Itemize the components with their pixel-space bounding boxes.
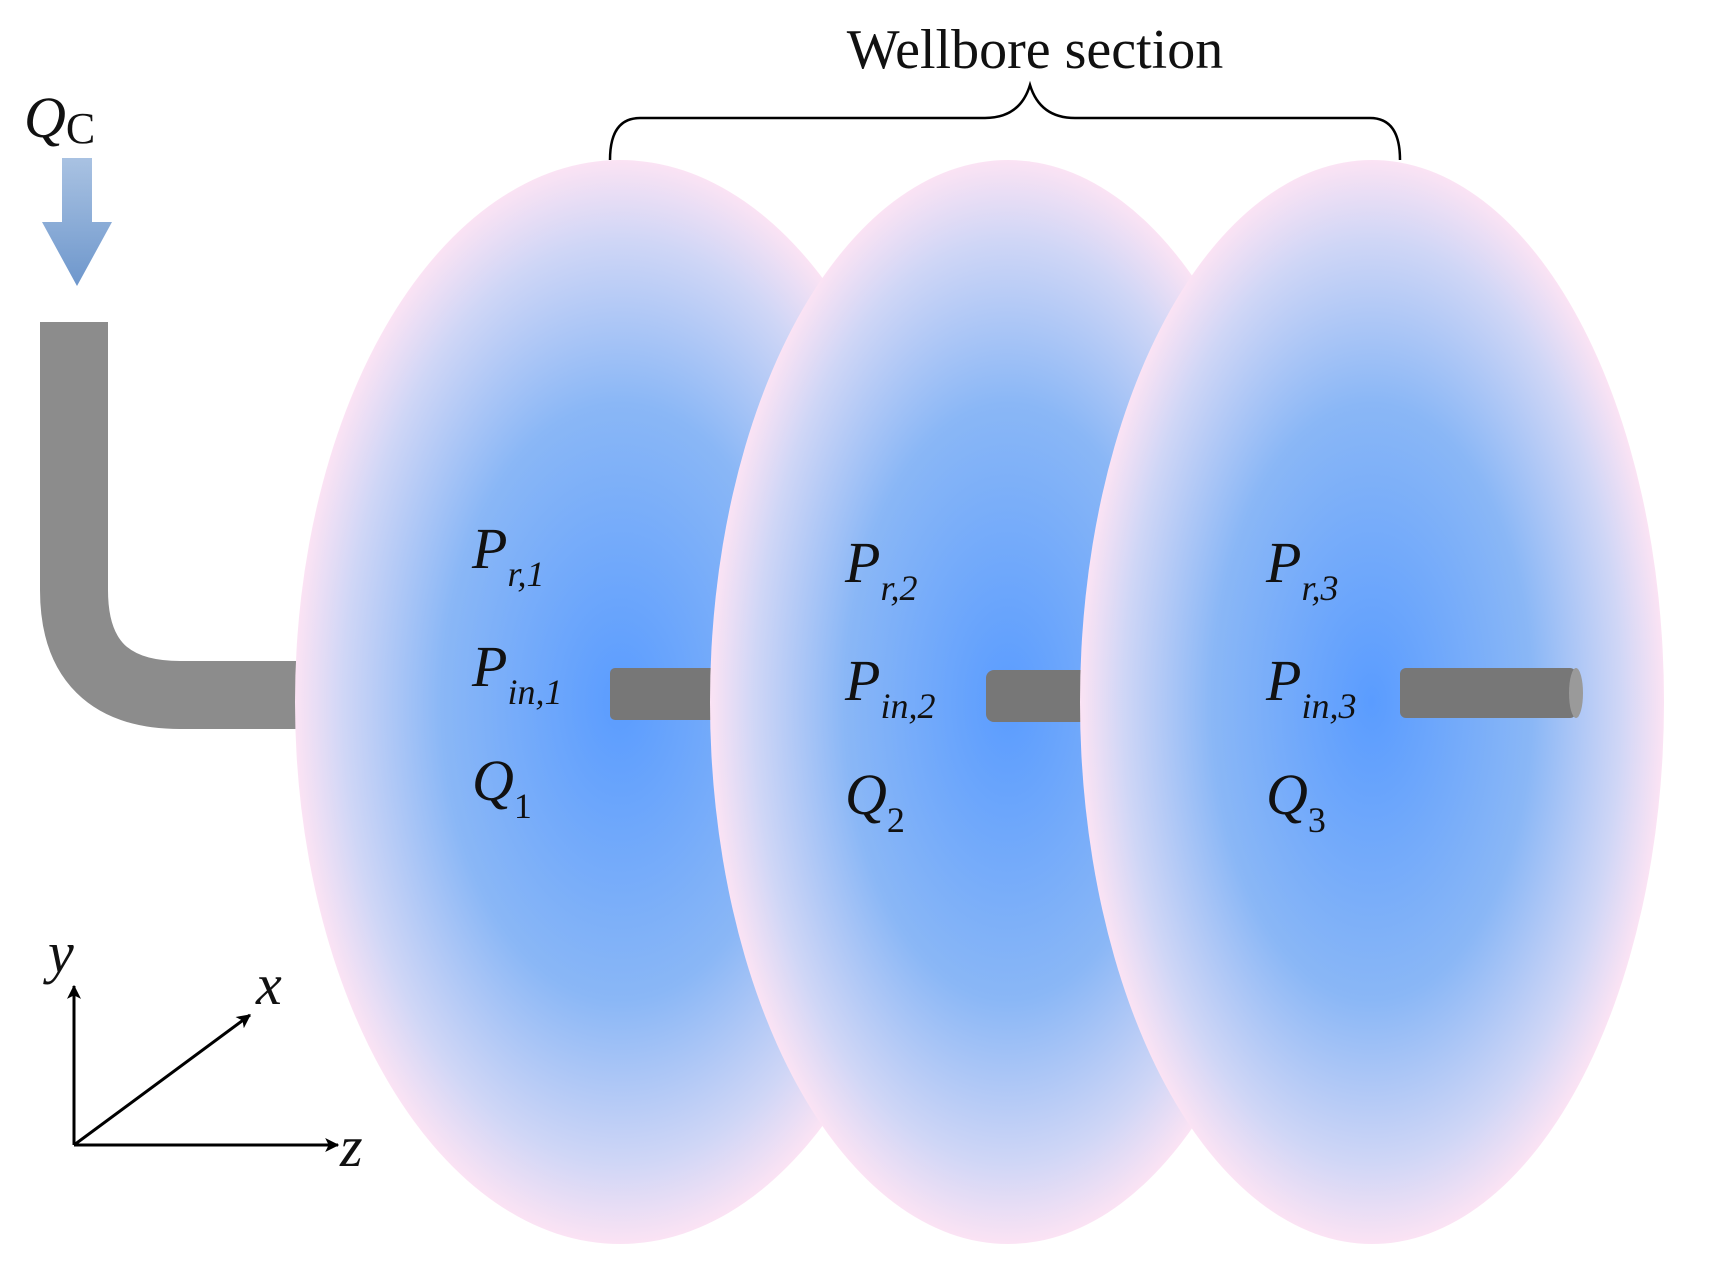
wellbore-pipe-segment-1	[610, 668, 720, 720]
section-1-pr-label: Pr,1	[471, 516, 544, 594]
inflow-label: QC	[24, 85, 95, 153]
inflow-arrow	[42, 158, 112, 286]
section-1-pin-label: Pin,1	[471, 634, 562, 712]
wellbore-pipe-segment-2	[986, 670, 1106, 722]
y-axis-label: y	[43, 920, 74, 985]
x-axis-arrow	[73, 1013, 251, 1147]
section-2-pin-label: Pin,2	[844, 648, 935, 726]
section-3-q-label: Q3	[1266, 762, 1326, 840]
x-axis-label: x	[255, 952, 282, 1017]
inflow-subscript: C	[66, 104, 95, 153]
z-axis-label: z	[339, 1114, 363, 1179]
feed-pipe	[40, 322, 300, 729]
section-2-q-label: Q2	[845, 762, 905, 840]
section-1-q-label: Q1	[472, 748, 532, 826]
wellbore-pipe-segment-3	[1400, 668, 1576, 718]
reservoir-section-3	[1080, 160, 1664, 1244]
wellbore-pipe-end-cap	[1569, 668, 1583, 718]
section-2-pr-label: Pr,2	[844, 530, 917, 608]
wellbore-section-brace	[608, 80, 1402, 161]
section-3-pr-label: Pr,3	[1265, 530, 1338, 608]
wellbore-section-label: Wellbore section	[847, 19, 1223, 81]
inflow-symbol: Q	[24, 85, 66, 150]
section-3-pin-label: Pin,3	[1265, 648, 1356, 726]
